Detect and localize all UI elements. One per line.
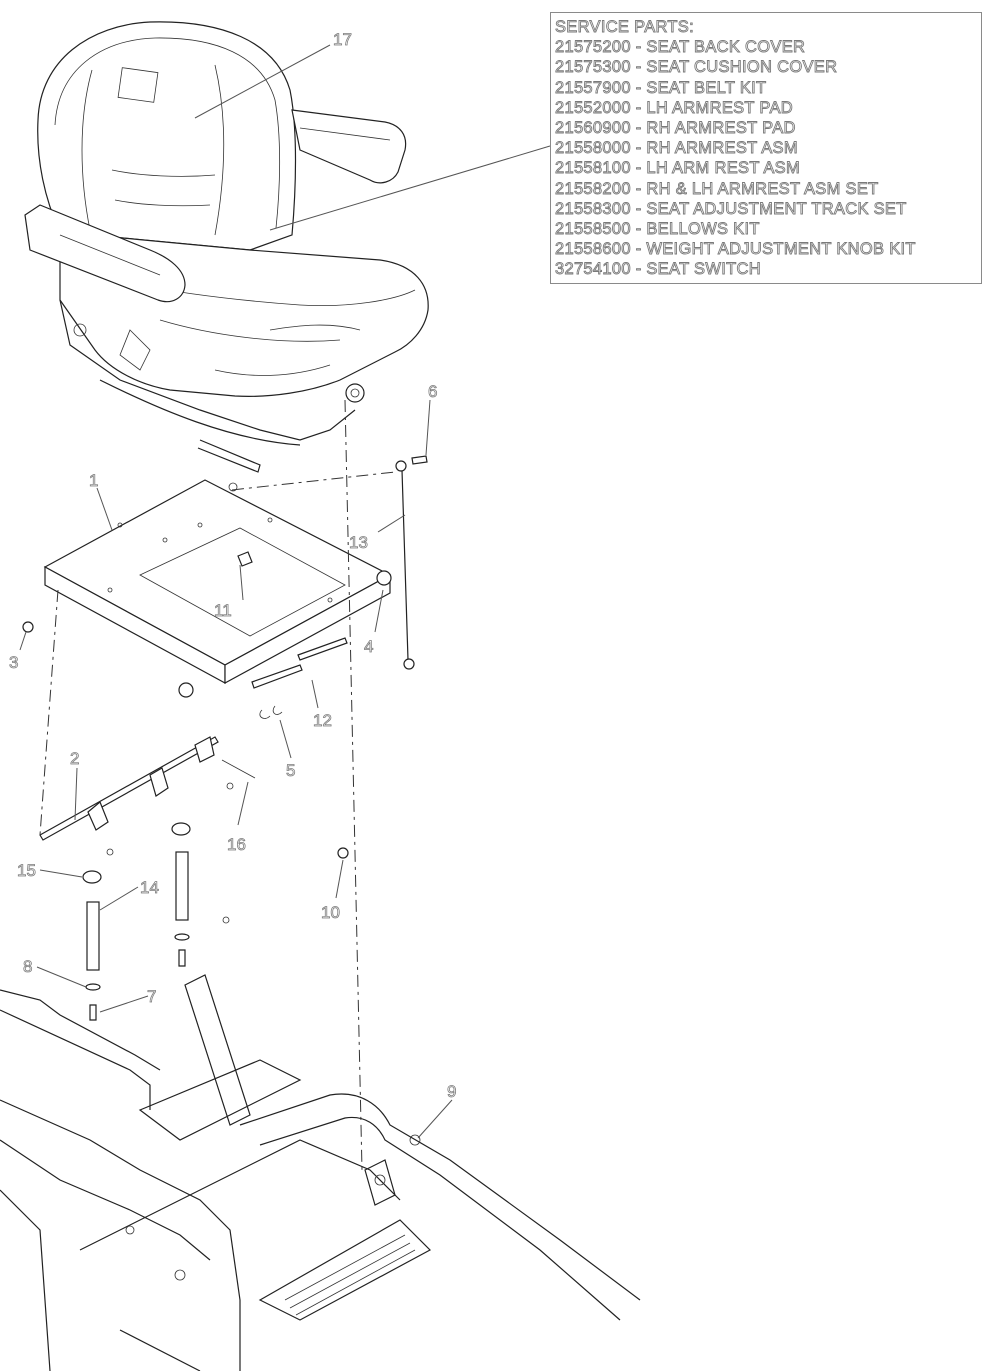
callout-8: 8 xyxy=(23,957,32,976)
centerline-top xyxy=(231,471,396,491)
callout-2: 2 xyxy=(70,749,79,768)
callout-11: 11 xyxy=(214,601,232,620)
seat-pan xyxy=(43,479,392,685)
callout-14: 14 xyxy=(140,878,159,897)
service-part-item: 21575300 - SEAT CUSHION COVER xyxy=(555,58,838,77)
nut-10 xyxy=(337,847,349,859)
service-parts-box: SERVICE PARTS: 21575200 - SEAT BACK COVE… xyxy=(550,12,982,284)
service-part-item: 21560900 - RH ARMREST PAD xyxy=(555,119,796,138)
service-part-item: 21552000 - LH ARMREST PAD xyxy=(555,98,794,117)
service-part-item: 21558000 - RH ARMREST ASM xyxy=(555,139,798,158)
callout-6: 6 xyxy=(428,382,437,401)
clip-5 xyxy=(259,705,283,719)
centerline-left xyxy=(39,589,59,836)
callout-7: 7 xyxy=(147,987,156,1006)
service-part-item: 21558300 - SEAT ADJUSTMENT TRACK SET xyxy=(555,199,907,218)
leader-lines xyxy=(19,44,551,1139)
adjustment-shaft xyxy=(39,736,219,841)
callouts: 17 6 1 13 11 3 4 12 5 2 16 15 14 10 8 7 … xyxy=(9,30,457,1102)
spring-16 xyxy=(221,759,256,779)
callout-16: 16 xyxy=(227,835,246,854)
service-part-item: 21557900 - SEAT BELT KIT xyxy=(555,78,767,97)
service-part-item: 32754100 - SEAT SWITCH xyxy=(555,260,762,279)
seat-assembly xyxy=(24,21,429,473)
callout-1: 1 xyxy=(89,471,98,490)
bushing xyxy=(178,682,194,698)
bushing-4 xyxy=(376,570,392,586)
spacer-right xyxy=(171,822,230,967)
service-parts-title: SERVICE PARTS: xyxy=(555,18,695,37)
service-part-item: 21558500 - BELLOWS KIT xyxy=(555,220,760,239)
service-part-item: 21558100 - LH ARM REST ASM xyxy=(555,159,801,178)
callout-13: 13 xyxy=(349,533,368,552)
centerline-right xyxy=(344,399,363,1171)
pin-12b xyxy=(297,637,348,661)
callout-4: 4 xyxy=(364,637,373,656)
bolt-6 xyxy=(411,455,428,465)
service-part-item: 21558600 - WEIGHT ADJUSTMENT KNOB KIT xyxy=(555,240,916,259)
spacer-left xyxy=(82,848,114,1021)
service-part-item: 21558200 - RH & LH ARMREST ASM SET xyxy=(555,179,879,198)
pin-12a xyxy=(251,664,303,689)
clip-9 xyxy=(409,1134,421,1146)
nut-3 xyxy=(22,621,34,633)
callout-15: 15 xyxy=(17,861,36,880)
mower-frame xyxy=(0,974,641,1371)
callout-17: 17 xyxy=(333,30,352,49)
rod-13 xyxy=(401,469,409,661)
callout-12: 12 xyxy=(313,711,332,730)
callout-10: 10 xyxy=(321,903,340,922)
callout-9: 9 xyxy=(447,1082,456,1101)
callout-3: 3 xyxy=(9,653,18,672)
service-part-item: 21575200 - SEAT BACK COVER xyxy=(555,38,806,57)
callout-5: 5 xyxy=(286,761,295,780)
